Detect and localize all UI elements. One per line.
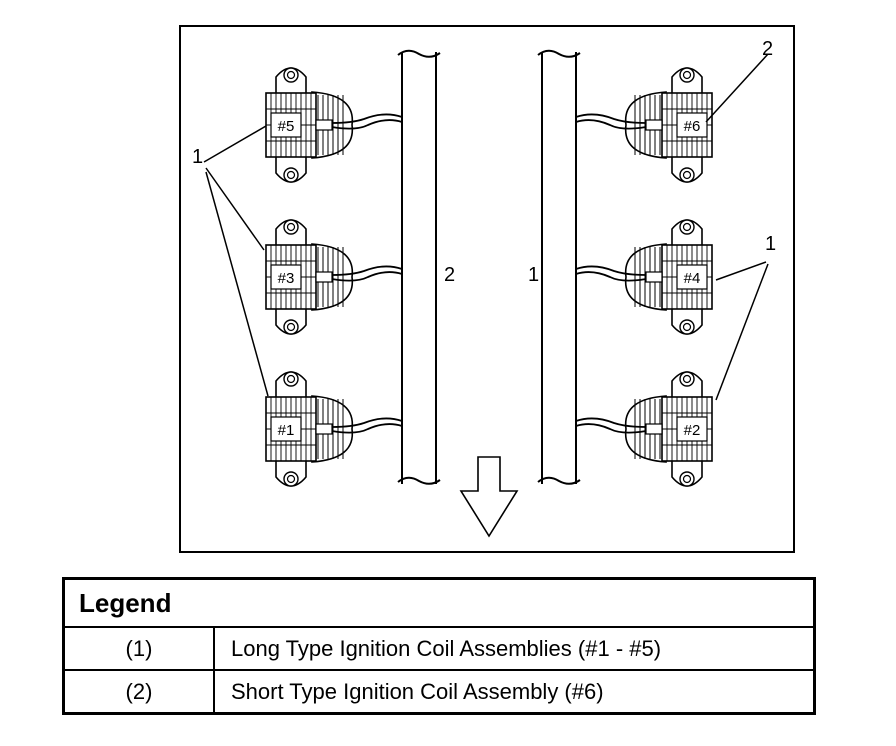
legend-title: Legend [62,577,816,628]
coil-number-label: #1 [278,422,295,439]
coil-number-label: #6 [684,118,701,135]
callout-1-tube: 1 [528,264,539,286]
callout-1-left: 1 [192,146,203,168]
coil-number-label: #5 [278,118,295,135]
left-tube [397,49,441,485]
ignition-coil: #3 [265,219,403,335]
legend-table: Legend (1) Long Type Ignition Coil Assem… [62,577,816,715]
callout-1-right: 1 [765,233,776,255]
diagram-frame [179,25,795,553]
legend-row: (1) Long Type Ignition Coil Assemblies (… [62,626,816,671]
ignition-coil: #6 [575,67,713,183]
legend-row: (2) Short Type Ignition Coil Assembly (#… [62,669,816,715]
ignition-coil: #5 [265,67,403,183]
callout-2-tube: 2 [444,264,455,286]
coil-number-label: #2 [684,422,701,439]
coil-number-label: #4 [684,270,701,287]
leader-lines [203,53,769,401]
legend-number: (1) [62,626,215,671]
ignition-coil: #4 [575,219,713,335]
legend-number: (2) [62,669,215,715]
ignition-coil-diagram: #5 #3 #1 #6 #4 #2 1 1 2 2 1 [179,25,795,553]
coil-number-label: #3 [278,270,295,287]
front-direction-arrow [459,456,519,538]
ignition-coil: #2 [575,371,713,487]
right-tube [537,49,581,485]
legend-description: Long Type Ignition Coil Assemblies (#1 -… [213,626,816,671]
callout-2-top-right: 2 [762,38,773,60]
legend-description: Short Type Ignition Coil Assembly (#6) [213,669,816,715]
ignition-coil: #1 [265,371,403,487]
